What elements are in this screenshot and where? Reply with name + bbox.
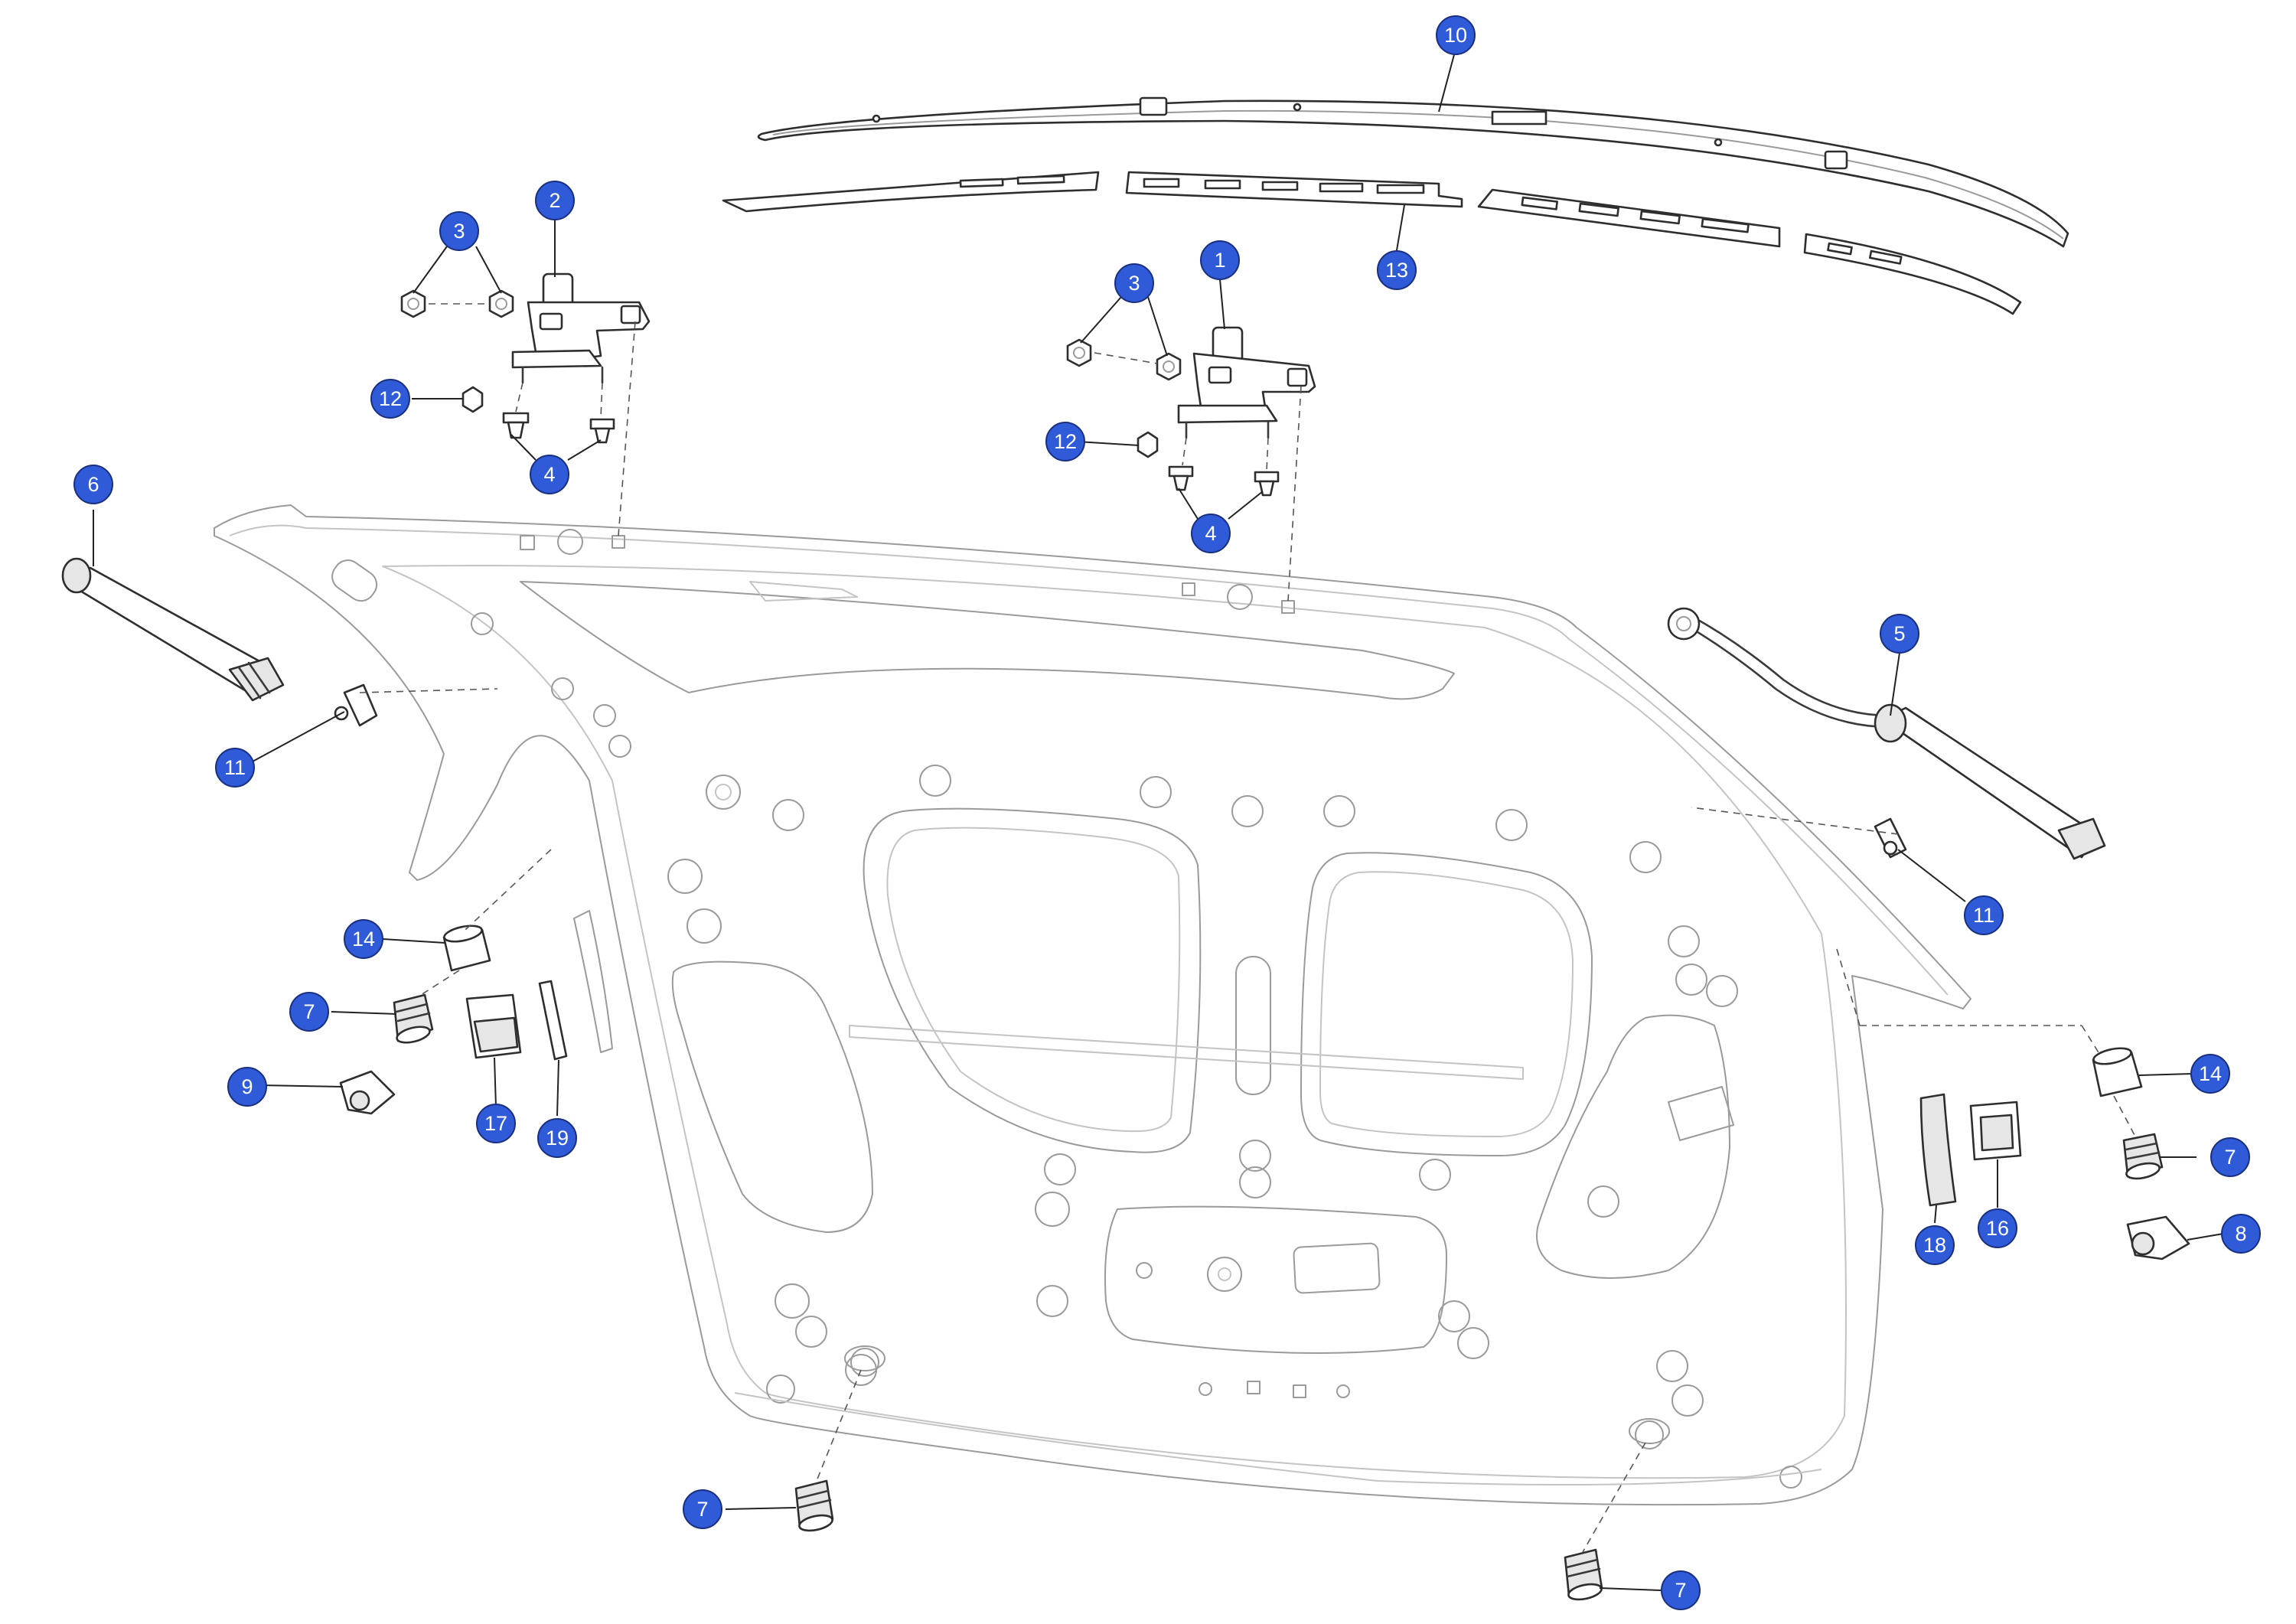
callout-3-left[interactable]: 3	[439, 211, 479, 251]
callout-8[interactable]: 8	[2221, 1214, 2261, 1254]
callout-16[interactable]: 16	[1978, 1208, 2017, 1248]
svg-text:12: 12	[1054, 430, 1077, 453]
svg-text:2: 2	[549, 189, 560, 212]
svg-text:8: 8	[2235, 1222, 2246, 1245]
callout-18[interactable]: 18	[1915, 1225, 1955, 1265]
svg-text:3: 3	[1128, 272, 1140, 295]
svg-text:5: 5	[1893, 622, 1905, 645]
callout-13[interactable]: 13	[1377, 250, 1417, 290]
callout-14-right[interactable]: 14	[2190, 1054, 2230, 1094]
svg-text:14: 14	[352, 928, 375, 951]
alignment-lines	[359, 303, 2136, 1553]
svg-text:3: 3	[453, 220, 465, 243]
callout-14-left[interactable]: 14	[344, 919, 383, 959]
leader-lines	[93, 48, 2224, 1591]
hinge-hardware	[400, 289, 1280, 497]
svg-text:10: 10	[1444, 24, 1467, 47]
svg-text:4: 4	[543, 463, 555, 486]
left-hinge	[511, 272, 651, 384]
right-hinge	[1177, 326, 1316, 439]
svg-text:13: 13	[1385, 259, 1408, 282]
svg-text:12: 12	[379, 387, 402, 410]
bumpers-and-trim	[339, 925, 2190, 1601]
callout-7-left[interactable]: 7	[289, 992, 329, 1032]
svg-text:11: 11	[1973, 904, 1994, 927]
svg-text:18: 18	[1923, 1234, 1946, 1257]
seal-strips	[722, 171, 2022, 315]
callout-4-left[interactable]: 4	[530, 455, 569, 494]
callout-5[interactable]: 5	[1880, 614, 1919, 654]
panel-holes	[331, 529, 1802, 1489]
callout-9[interactable]: 9	[227, 1067, 267, 1107]
callout-17[interactable]: 17	[476, 1104, 516, 1143]
callout-7-lower-left[interactable]: 7	[683, 1489, 722, 1529]
svg-text:14: 14	[2199, 1062, 2222, 1085]
ball-studs	[334, 683, 1907, 859]
callout-19[interactable]: 19	[537, 1118, 577, 1158]
svg-text:7: 7	[1675, 1579, 1686, 1602]
svg-text:7: 7	[303, 1000, 315, 1023]
svg-text:19: 19	[546, 1127, 569, 1150]
svg-text:7: 7	[696, 1498, 708, 1521]
svg-text:6: 6	[87, 473, 99, 496]
svg-text:11: 11	[224, 756, 246, 779]
spoiler-trim	[757, 96, 2069, 248]
svg-text:16: 16	[1986, 1217, 2009, 1240]
svg-text:1: 1	[1214, 249, 1225, 272]
left-gas-strut	[61, 557, 285, 702]
tailgate-inner-panel	[214, 504, 1971, 1506]
callout-11-left[interactable]: 11	[215, 748, 255, 788]
callout-1[interactable]: 1	[1200, 240, 1240, 280]
callout-4-right[interactable]: 4	[1191, 514, 1231, 553]
callout-7-lower-right[interactable]: 7	[1661, 1570, 1701, 1610]
callout-12-right[interactable]: 12	[1045, 422, 1085, 461]
svg-text:17: 17	[484, 1112, 507, 1135]
callout-2[interactable]: 2	[535, 181, 575, 220]
callout-7-right[interactable]: 7	[2210, 1137, 2250, 1177]
callout-12-left[interactable]: 12	[370, 379, 410, 419]
svg-text:7: 7	[2224, 1146, 2236, 1169]
callout-10[interactable]: 10	[1436, 15, 1476, 55]
right-gas-strut	[1667, 607, 2106, 860]
callout-11-right[interactable]: 11	[1964, 895, 2004, 935]
callouts: 10 13 2 3 12 4 1 3 12 4 6 11 5 11 14 7 9…	[73, 15, 2261, 1610]
callout-6[interactable]: 6	[73, 465, 113, 504]
svg-text:4: 4	[1205, 522, 1216, 545]
callout-3-right[interactable]: 3	[1114, 263, 1154, 303]
svg-text:9: 9	[241, 1075, 253, 1098]
